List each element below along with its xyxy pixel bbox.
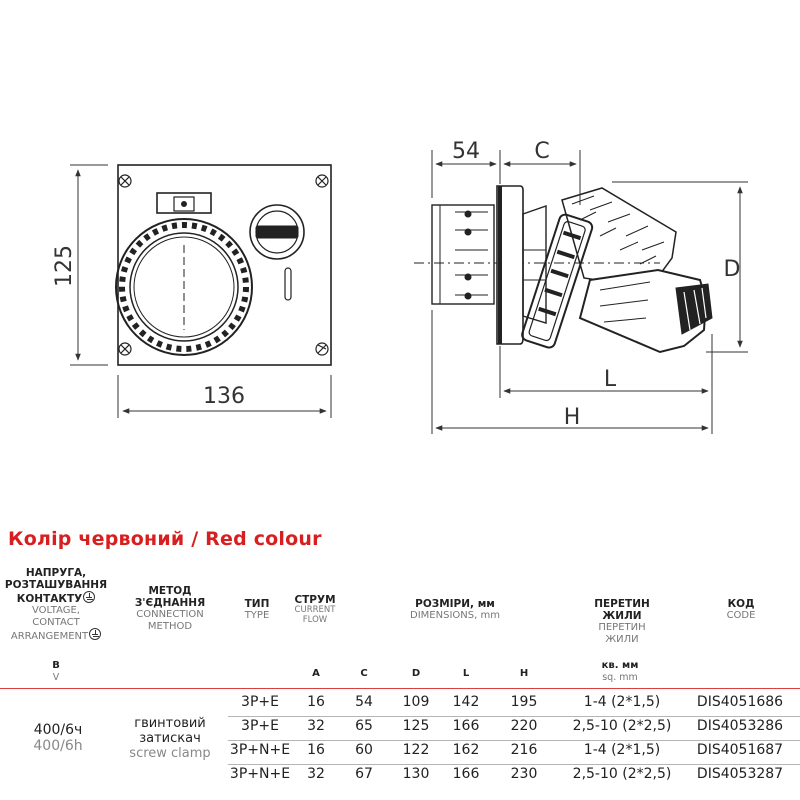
- cell-current: 16: [307, 694, 325, 710]
- cell-current: 32: [307, 718, 325, 734]
- subheader-d: D: [411, 668, 421, 679]
- header-divider: [0, 688, 800, 689]
- colour-title: Колір червоний / Red colour: [8, 528, 322, 550]
- cell-section: 1-4 (2*1,5): [583, 742, 661, 758]
- cell-code: DIS4053287: [696, 766, 784, 782]
- header-code: КОД CODE: [726, 598, 756, 622]
- subheader-sq: кв. мм sq. mm: [601, 660, 639, 683]
- subheader-amp: A: [312, 668, 320, 679]
- cell-c: 65: [355, 718, 373, 734]
- header-type: ТИП TYPE: [244, 598, 270, 622]
- cell-d: 122: [402, 742, 430, 758]
- width-label: 136: [203, 384, 245, 409]
- cell-code: DIS4053286: [696, 718, 784, 734]
- technical-drawing: 125 136: [52, 139, 748, 434]
- front-dimensions: [70, 164, 332, 418]
- dim-54-label: 54: [452, 139, 480, 164]
- cell-code: DIS4051686: [696, 694, 784, 710]
- row-separator: [228, 740, 800, 741]
- row-separator: [228, 764, 800, 765]
- cell-c: 60: [355, 742, 373, 758]
- side-dimensions: [431, 150, 748, 434]
- cell-l: 162: [452, 742, 480, 758]
- method-group: гвинтовий затискач screw clamp: [129, 716, 211, 761]
- cell-type: 3P+E: [241, 718, 279, 734]
- cell-code: DIS4051687: [696, 742, 784, 758]
- header-section: ПЕРЕТИН ЖИЛИ ПЕРЕТИН ЖИЛИ: [594, 598, 650, 645]
- dim-d-label: D: [724, 257, 741, 282]
- front-view: [115, 164, 332, 366]
- voltage-group: 400/6ч 400/6h: [33, 722, 83, 755]
- cell-type: 3P+E: [241, 694, 279, 710]
- cell-h: 216: [510, 742, 538, 758]
- row-separator: [228, 716, 800, 717]
- cell-c: 54: [355, 694, 373, 710]
- height-label: 125: [52, 245, 77, 287]
- cell-section: 2,5-10 (2*2,5): [572, 766, 672, 782]
- header-method: МЕТОД З'ЄДНАННЯ CONNECTION METHOD: [134, 585, 206, 632]
- mounting-screws: [118, 174, 329, 356]
- header-current: СТРУМ CURRENT FLOW: [294, 594, 336, 625]
- cell-h: 220: [510, 718, 538, 734]
- header-dimensions: РОЗМІРИ, мм DIMENSIONS, mm: [410, 598, 500, 622]
- cell-d: 125: [402, 718, 430, 734]
- cell-current: 32: [307, 766, 325, 782]
- subheader-h: H: [519, 668, 529, 679]
- header-voltage: НАПРУГА, РОЗТАШУВАННЯ КОНТАКТУ VOLTAGE, …: [4, 567, 108, 643]
- cell-d: 109: [402, 694, 430, 710]
- cell-l: 142: [452, 694, 480, 710]
- dim-h-label: H: [564, 405, 581, 430]
- cell-d: 130: [402, 766, 430, 782]
- cell-l: 166: [452, 718, 480, 734]
- subheader-l: L: [462, 668, 470, 679]
- cell-section: 2,5-10 (2*2,5): [572, 718, 672, 734]
- cell-h: 195: [510, 694, 538, 710]
- side-view: [414, 185, 713, 354]
- cell-h: 230: [510, 766, 538, 782]
- dim-c-label: C: [534, 139, 549, 164]
- earth-icon: [83, 591, 96, 604]
- cell-current: 16: [307, 742, 325, 758]
- dim-l-label: L: [604, 367, 617, 392]
- subheader-c: C: [360, 668, 368, 679]
- cell-l: 166: [452, 766, 480, 782]
- cell-type: 3P+N+E: [229, 742, 291, 758]
- subheader-volt: В V: [52, 660, 60, 683]
- earth-icon: [89, 628, 102, 641]
- cell-type: 3P+N+E: [229, 766, 291, 782]
- cell-c: 67: [355, 766, 373, 782]
- cell-section: 1-4 (2*1,5): [583, 694, 661, 710]
